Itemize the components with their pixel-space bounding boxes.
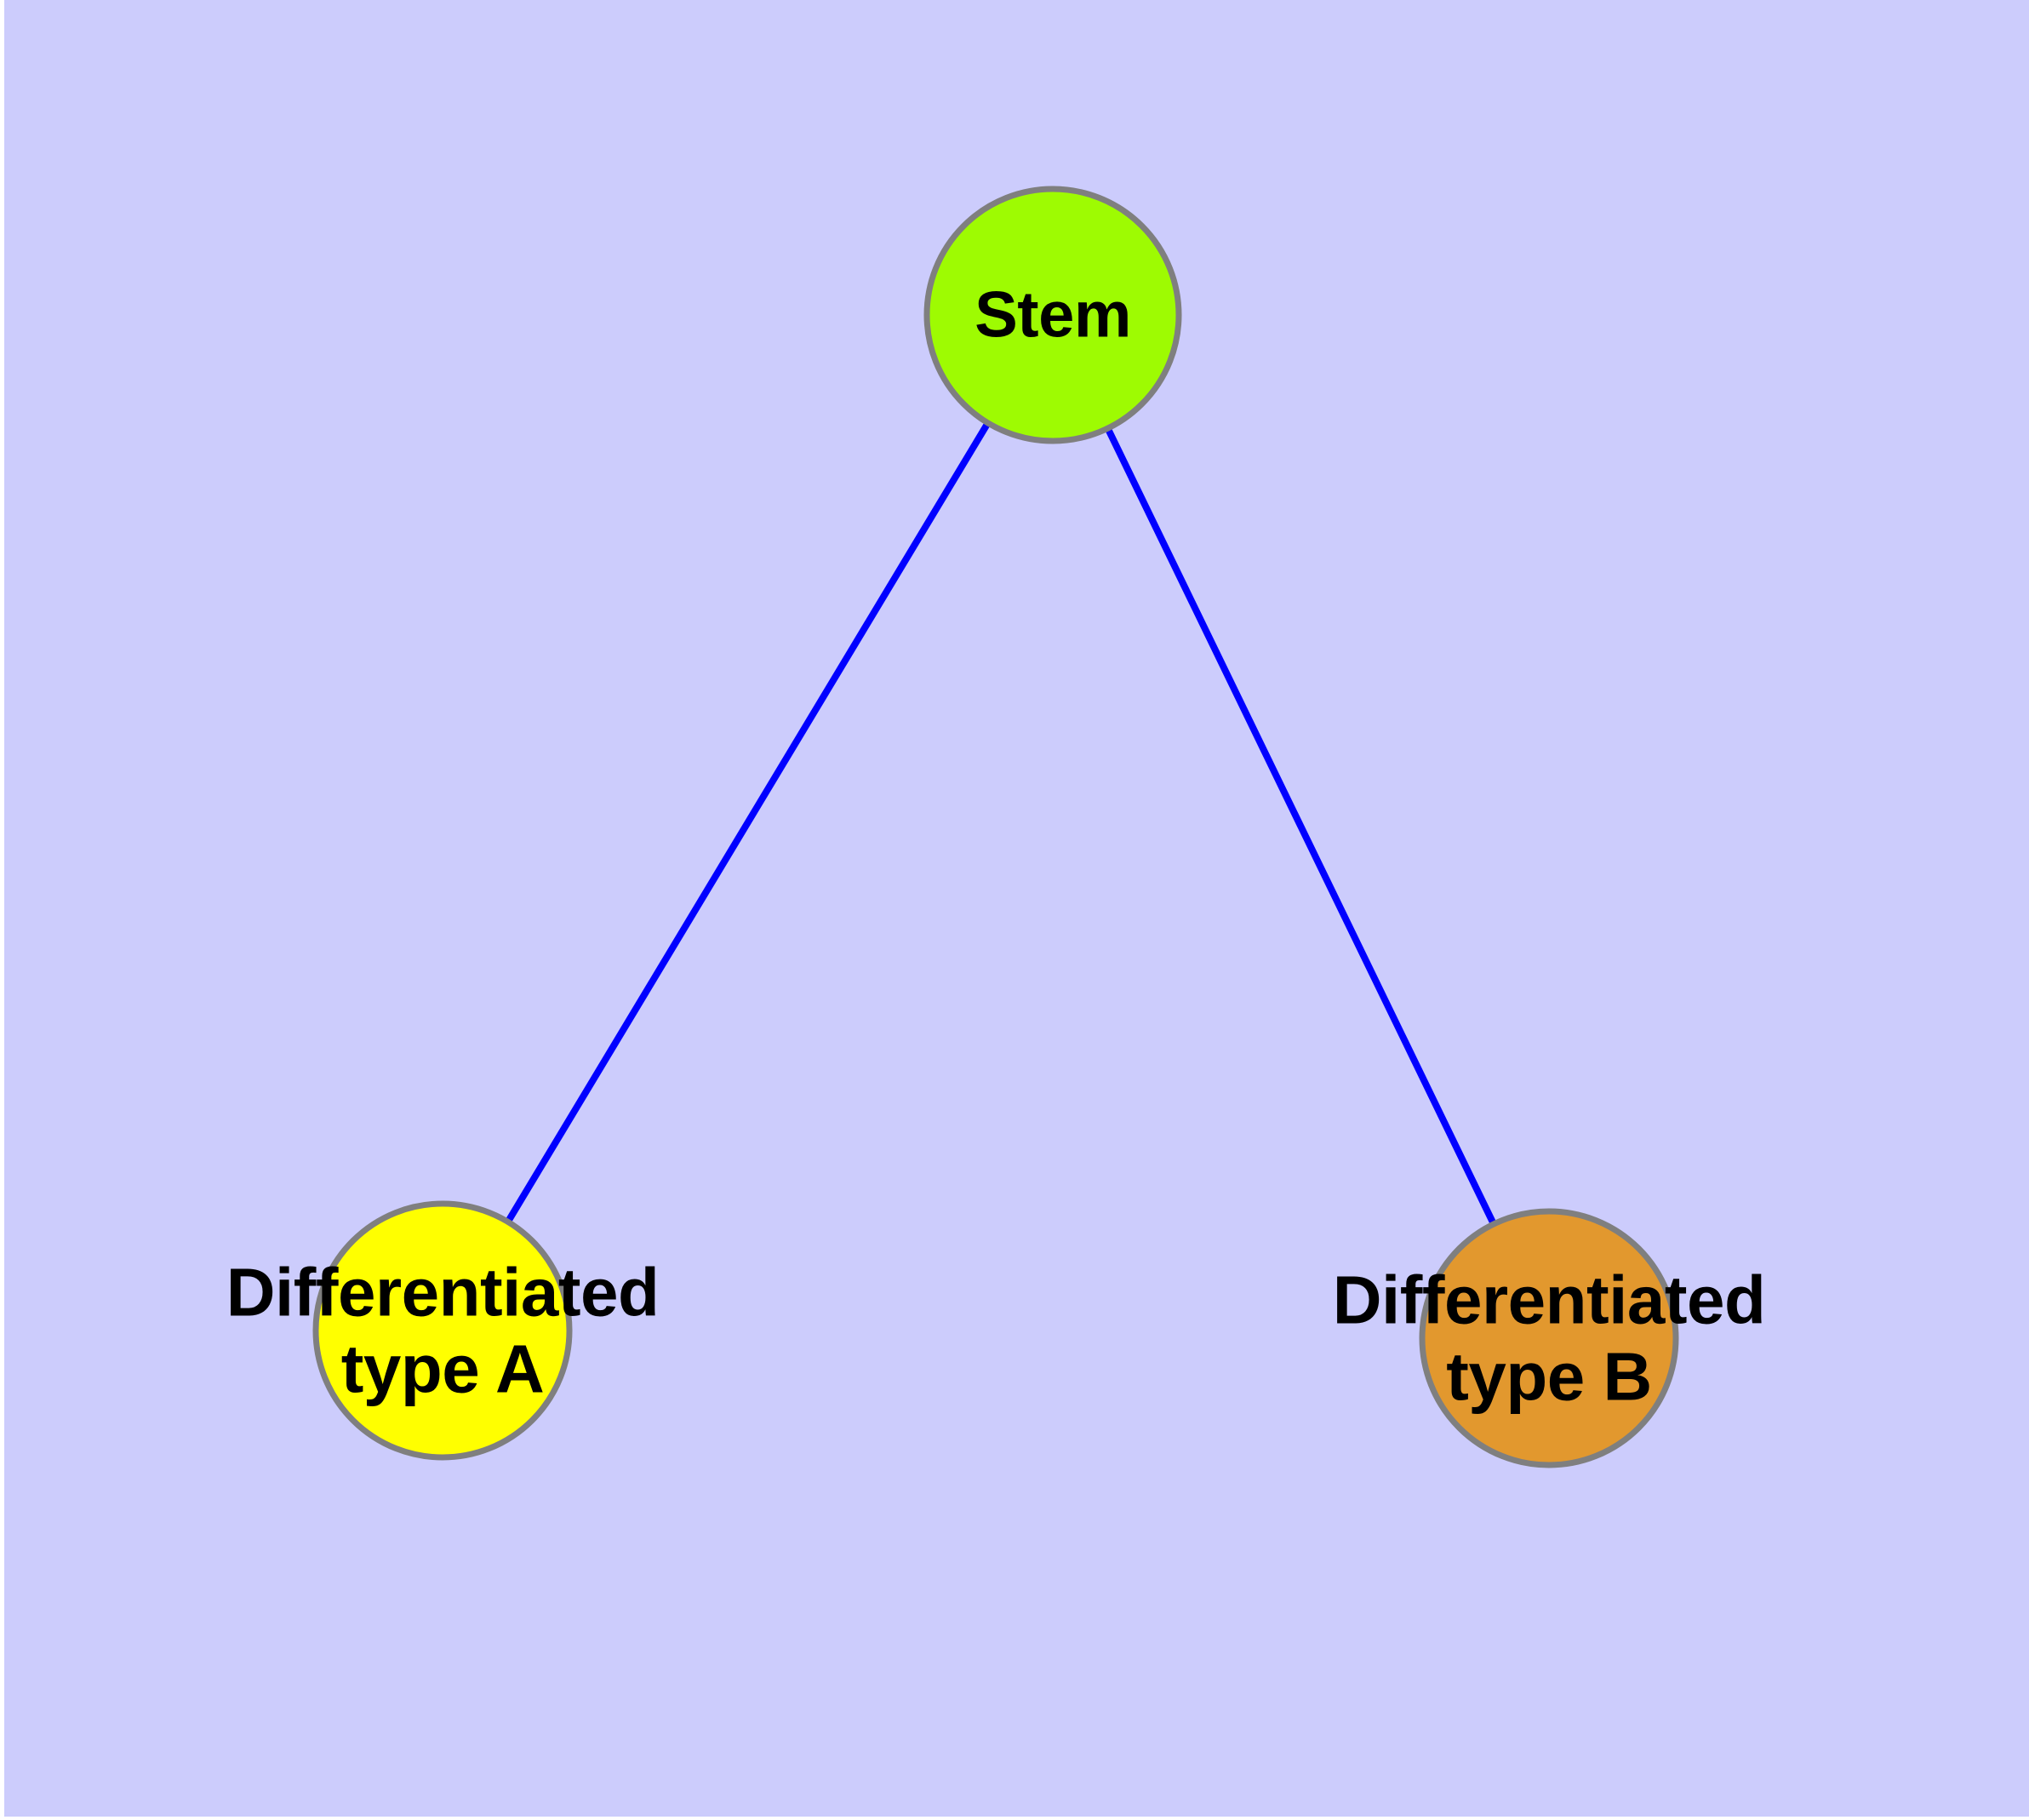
graph-node-diff_b[interactable] (1419, 1208, 1679, 1468)
graph-edge[interactable] (439, 312, 1056, 1333)
nodes-group (312, 186, 1679, 1468)
edges-group (439, 312, 1552, 1340)
graph-node-stem[interactable] (923, 186, 1182, 444)
graph-node-diff_a[interactable] (312, 1200, 573, 1461)
graph-edge[interactable] (1049, 313, 1552, 1340)
